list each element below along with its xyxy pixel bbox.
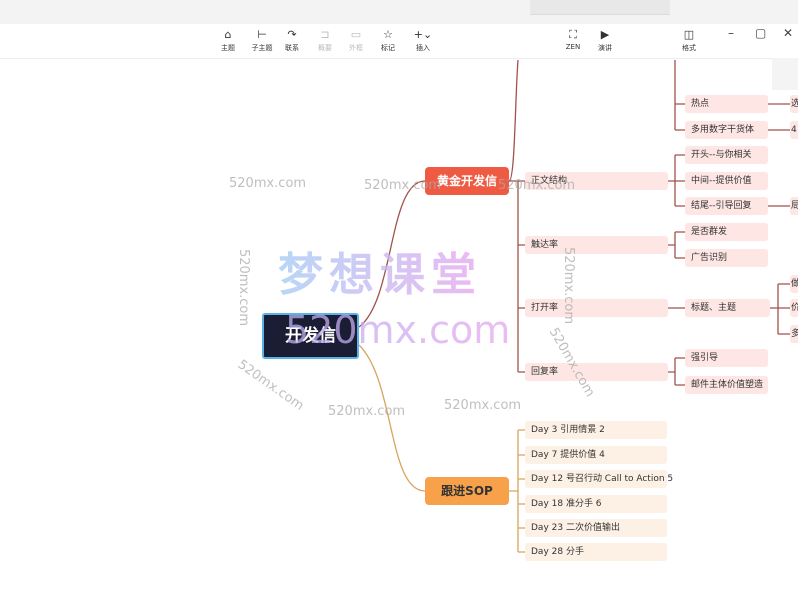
marker-button[interactable]: ☆标记 <box>371 27 405 53</box>
sop-day-12[interactable]: Day 12 号召行动 Call to Action 5 <box>525 470 673 488</box>
summary-button[interactable]: ⊐概要 <box>308 27 342 53</box>
topic-button[interactable]: ⌂主题 <box>211 27 245 53</box>
leaf-cut-1[interactable]: 选 <box>790 95 798 113</box>
leaf-ending[interactable]: 结尾--引导回复 <box>685 197 768 215</box>
insert-button[interactable]: +⌄插入 <box>406 27 440 53</box>
watermark: 520mx.com <box>229 176 307 191</box>
relationship-icon: ↷ <box>287 28 297 41</box>
relationship-button[interactable]: ↷联系 <box>275 27 309 53</box>
window-tab[interactable] <box>530 0 670 15</box>
leaf-mass-send[interactable]: 是否群发 <box>685 223 768 241</box>
topic-icon: ⌂ <box>224 28 232 41</box>
watermark-title: 梦想课堂 <box>278 238 482 303</box>
title-bar <box>0 0 798 24</box>
watermark-url: 520mx.com <box>285 308 511 352</box>
leaf-cut-6[interactable]: 多 <box>790 325 798 343</box>
toolbar: ⌂主题 ⊢子主题 ↷联系 ⊐概要 ▭外框 ☆标记 +⌄插入 ⛶ZEN ▶演讲 ◫… <box>0 24 798 59</box>
maximize-icon[interactable]: ▢ <box>755 26 767 40</box>
watermark: 520mx.com <box>561 246 577 325</box>
main-topic-golden-letter[interactable]: 黄金开发信 <box>425 167 509 195</box>
sop-day-7[interactable]: Day 7 提供价值 4 <box>525 446 667 464</box>
boundary-icon: ▭ <box>350 28 362 41</box>
zen-button[interactable]: ⛶ZEN <box>556 27 590 51</box>
leaf-middle[interactable]: 中间--提供价值 <box>685 172 768 190</box>
leaf-ad-detect[interactable]: 广告识别 <box>685 249 768 267</box>
leaf-cut-4[interactable]: 做 <box>790 275 798 293</box>
sop-day-18[interactable]: Day 18 准分手 6 <box>525 495 667 513</box>
sop-day-23[interactable]: Day 23 二次价值输出 <box>525 519 667 537</box>
subtopic-reply-rate[interactable]: 回复率 <box>525 363 668 381</box>
leaf-cut-2[interactable]: 4 <box>790 121 798 139</box>
subtopic-body-structure[interactable]: 正文结构 <box>525 172 668 190</box>
leaf-numbers[interactable]: 多用数字干货体 <box>685 121 768 139</box>
subtopic-open-rate[interactable]: 打开率 <box>525 299 668 317</box>
play-icon: ▶ <box>600 28 610 41</box>
leaf-subject[interactable]: 标题、主题 <box>685 299 770 317</box>
watermark: 520mx.com <box>444 398 522 413</box>
watermark: 520mx.com <box>364 178 442 193</box>
present-button[interactable]: ▶演讲 <box>588 27 622 53</box>
summary-icon: ⊐ <box>320 28 330 41</box>
subtopic-icon: ⊢ <box>257 28 267 41</box>
watermark: 520mx.com <box>328 404 406 419</box>
sop-day-28[interactable]: Day 28 分手 <box>525 543 667 561</box>
subtopic-button[interactable]: ⊢子主题 <box>245 27 279 53</box>
leaf-cut-3[interactable]: 局 <box>790 197 798 215</box>
leaf-value-shape[interactable]: 邮件主体价值塑造 <box>685 376 768 394</box>
boundary-button[interactable]: ▭外框 <box>339 27 373 53</box>
leaf-cut-5[interactable]: 价 <box>790 299 798 317</box>
leaf-hot-topic[interactable]: 热点 <box>685 95 768 113</box>
root-topic[interactable]: 开发信 <box>262 313 359 359</box>
watermark: 520mx.com <box>236 248 252 327</box>
main-topic-followup-sop[interactable]: 跟进SOP <box>425 477 509 505</box>
format-panel-icon: ◫ <box>683 28 695 41</box>
plus-icon: +⌄ <box>413 28 433 41</box>
close-icon[interactable]: ✕ <box>783 26 794 40</box>
avatar <box>772 58 798 90</box>
format-button[interactable]: ◫格式 <box>672 27 706 53</box>
leaf-opening[interactable]: 开头--与你相关 <box>685 146 768 164</box>
sop-day-3[interactable]: Day 3 引用情景 2 <box>525 421 667 439</box>
watermark: 520mx.com <box>498 178 576 193</box>
zen-icon: ⛶ <box>569 28 577 41</box>
star-icon: ☆ <box>383 28 393 41</box>
minimize-icon[interactable]: – <box>728 26 734 40</box>
subtopic-reach-rate[interactable]: 触达率 <box>525 236 668 254</box>
leaf-strong-guide[interactable]: 强引导 <box>685 349 768 367</box>
